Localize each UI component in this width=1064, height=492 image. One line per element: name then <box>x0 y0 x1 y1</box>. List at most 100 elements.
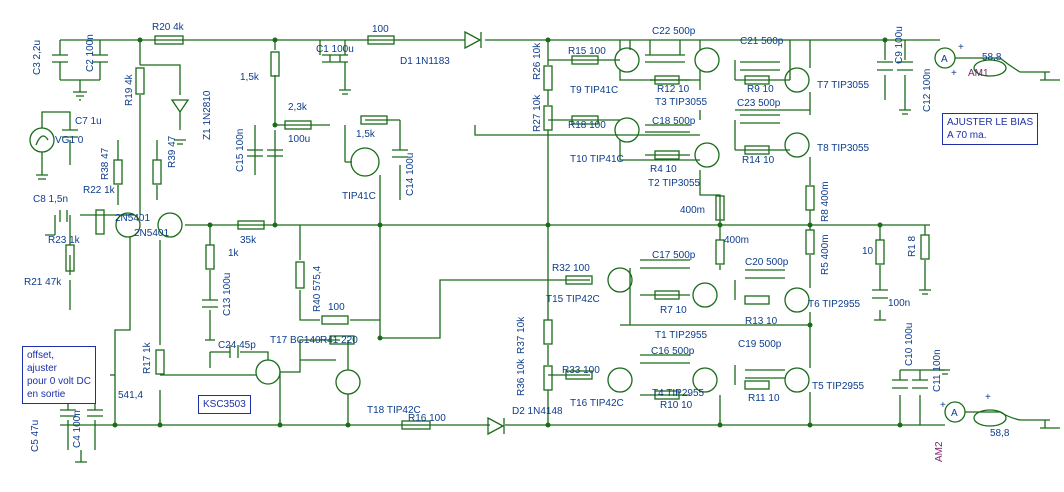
label-c1: C1 100u <box>316 44 354 55</box>
label-r32: R32 100 <box>552 263 590 274</box>
bias-note-line1: AJUSTER LE BIAS <box>947 117 1034 128</box>
label-r16: R16 100 <box>408 413 446 424</box>
label-c5: C5 47u <box>30 420 41 452</box>
label-r9: R9 10 <box>747 84 774 95</box>
label-t1: T1 TIP2955 <box>655 330 708 341</box>
am2-value: 58,8 <box>990 428 1010 439</box>
label-tip41c: TIP41C <box>342 191 376 202</box>
r20-resistor <box>154 35 184 45</box>
label-t3: T3 TIP3055 <box>655 97 708 108</box>
label-t8: T8 TIP3055 <box>817 143 870 154</box>
label-r23: R23 1k <box>48 235 81 246</box>
label-c9: C9 100u <box>894 26 905 64</box>
label-r4: R4 10 <box>650 164 677 175</box>
label-r35k: 35k <box>240 235 257 246</box>
t10-transistor <box>614 117 640 143</box>
label-r2k3: 2,3k <box>288 102 308 113</box>
label-r38: R38 47 <box>100 147 111 180</box>
label-z1: Z1 1N2810 <box>202 90 213 140</box>
t7-transistor <box>784 67 810 93</box>
label-r33: R33 100 <box>562 365 600 376</box>
label-t7: T7 TIP3055 <box>817 80 870 91</box>
label-t9: T9 TIP41C <box>570 85 618 96</box>
d2-diode <box>487 416 505 436</box>
am1-value: 58,8 <box>982 52 1002 63</box>
label-r40: R40 575,4 <box>312 265 323 312</box>
t17-transistor <box>255 359 281 385</box>
label-c12: C12 100n <box>922 69 933 112</box>
label-c24: C24 45p <box>218 340 256 351</box>
label-r400b: 400m <box>724 235 749 246</box>
t9-transistor <box>614 47 640 73</box>
t4-transistor <box>692 367 718 393</box>
label-d2: D2 1N4148 <box>512 406 563 417</box>
junction-dots <box>112 37 903 428</box>
label-t16: T16 TIP42C <box>570 398 624 409</box>
label-r19: R19 4k <box>124 73 135 106</box>
offset-note-line1: offset, <box>27 350 55 361</box>
vg1-generator <box>29 127 55 153</box>
t2-transistor <box>694 142 720 168</box>
tip41c-transistor <box>350 147 380 177</box>
offset-note-line2: ajuster <box>27 363 58 374</box>
am1-plus: + <box>958 42 964 53</box>
label-t10: T10 TIP41C <box>570 154 624 165</box>
t15-transistor <box>607 267 633 293</box>
label-d1: D1 1N1183 <box>400 56 450 67</box>
label-r1k5b: 1,5k <box>356 129 376 140</box>
label-t6: T6 TIP2955 <box>808 299 861 310</box>
label-r21: R21 47k <box>24 277 62 288</box>
label-r100-top: 100 <box>372 24 389 35</box>
label-q2n5401b: 2N5401 <box>134 228 169 239</box>
t3-transistor <box>694 47 720 73</box>
label-c22: C22 500p <box>652 26 696 37</box>
label-t4: T4 TIP2955 <box>652 388 705 399</box>
label-r22: R22 1k <box>83 185 116 196</box>
t6-transistor <box>784 287 810 313</box>
t5-transistor <box>784 367 810 393</box>
label-r12: R12 10 <box>657 84 690 95</box>
label-c14: C14 100u <box>405 153 416 196</box>
label-r8: R8 400m <box>820 181 831 222</box>
label-r15: R15 100 <box>568 46 606 57</box>
label-c17: C17 500p <box>652 250 696 261</box>
label-r541: 541,4 <box>118 390 143 401</box>
label-r41: R41 220 <box>320 335 358 346</box>
label-r14: R14 10 <box>742 155 775 166</box>
am1-plus2: + <box>951 68 957 79</box>
label-r18: R18 100 <box>568 120 606 131</box>
label-c15: C15 100n <box>235 129 246 172</box>
label-r11: R11 10 <box>748 393 780 404</box>
label-c23: C23 500p <box>737 98 781 109</box>
label-c16: C16 500p <box>651 346 695 357</box>
label-r10: 10 <box>862 246 874 257</box>
offset-note-line3: pour 0 volt DC <box>27 376 91 387</box>
label-r1k: 1k <box>228 248 240 259</box>
label-c2: C2 100n <box>85 34 96 72</box>
label-r7: R7 10 <box>660 305 687 316</box>
label-r400a: 400m <box>680 205 705 216</box>
t1-transistor <box>692 282 718 308</box>
label-r10b: R10 10 <box>660 400 693 411</box>
meter-labels: A + + 58,8 AM1 A + + 58,8 AM2 <box>934 42 1010 462</box>
label-r13: R13 10 <box>745 316 778 327</box>
label-q2n5401a: 2N5401 <box>115 213 150 224</box>
label-r37: R37 10k <box>516 316 527 354</box>
label-r100mid: 100 <box>328 302 345 313</box>
label-c18: C18 500p <box>652 116 696 127</box>
label-c7: C7 1u <box>75 116 102 127</box>
bias-note: AJUSTER LE BIAS A 70 ma. <box>942 113 1039 145</box>
t16-transistor <box>607 367 633 393</box>
am2-plus2: + <box>985 392 991 403</box>
d1-diode <box>464 30 482 50</box>
t18-transistor <box>335 369 361 395</box>
label-c20: C20 500p <box>745 257 789 268</box>
label-t18: T18 TIP42C <box>367 405 421 416</box>
label-r39: R39 47 <box>167 135 178 168</box>
am2-plus: + <box>940 400 946 411</box>
q1-2n5401 <box>115 212 141 238</box>
offset-note-line4: en sortie <box>27 389 66 400</box>
t8-transistor <box>784 132 810 158</box>
label-r1: R1 8 <box>907 235 918 257</box>
